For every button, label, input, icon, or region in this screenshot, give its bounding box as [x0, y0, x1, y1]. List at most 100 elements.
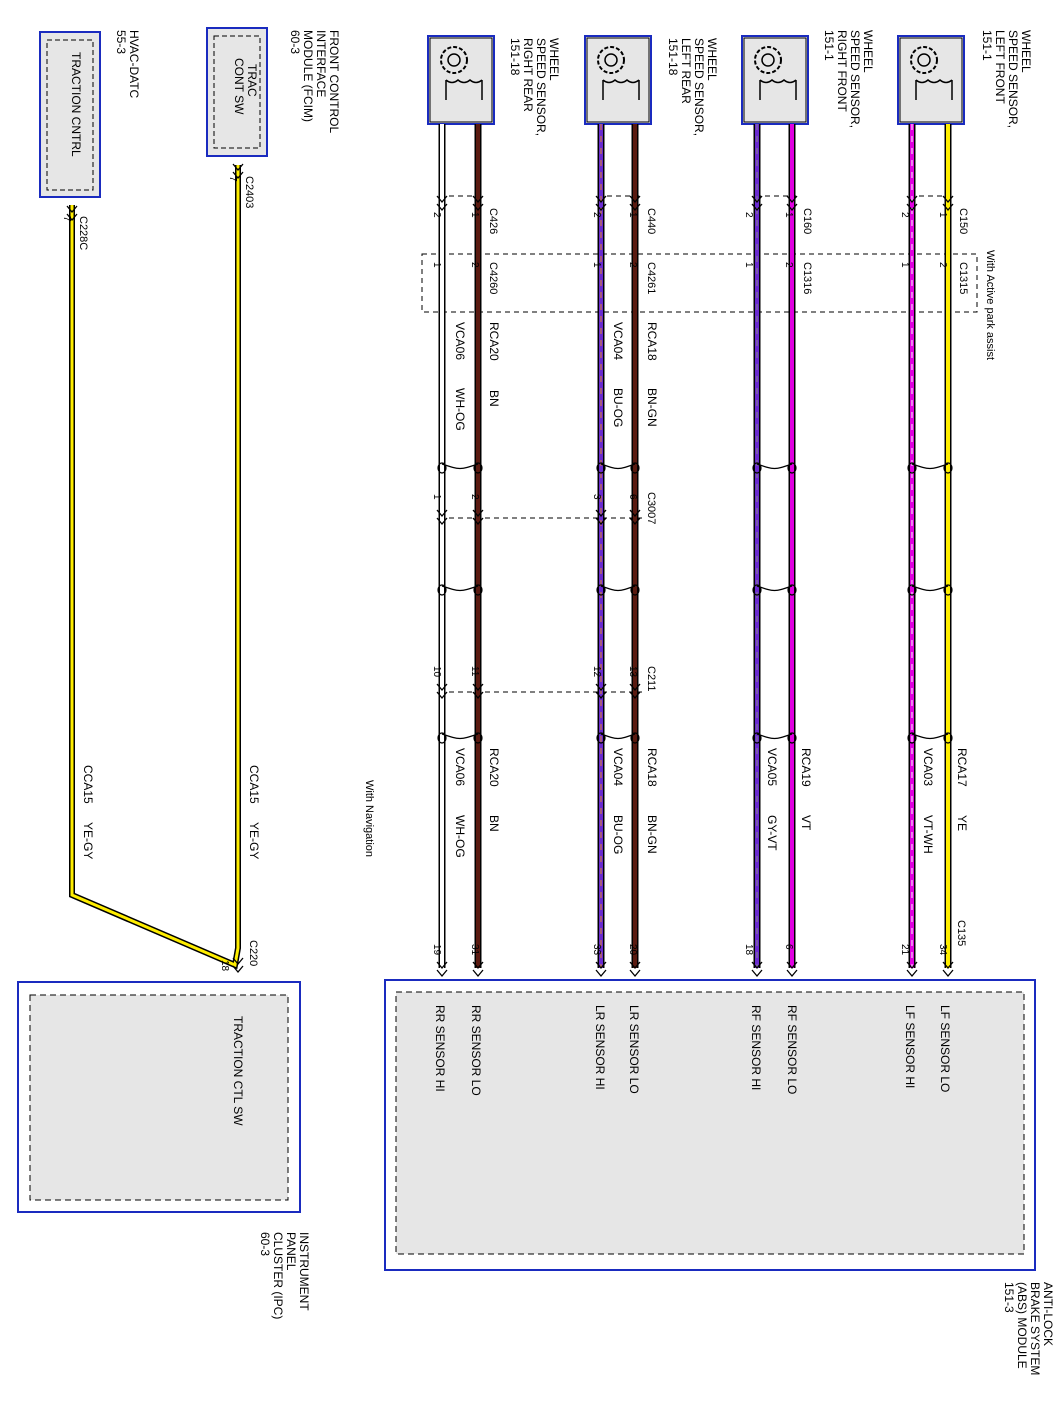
- label-fcim: FRONT CONTROL INTERFACE MODULE (FCIM) 60…: [288, 30, 341, 133]
- svg-text:ANTI-LOCK: ANTI-LOCK: [1041, 1282, 1055, 1346]
- label-fcim-switch: TRAC CONT SW: [232, 58, 259, 115]
- svg-text:C426: C426: [487, 208, 499, 234]
- connector-arrow-icon: [232, 163, 244, 180]
- svg-text:C2403: C2403: [243, 176, 255, 208]
- gear-icon: [910, 46, 938, 74]
- svg-text:VCA05: VCA05: [765, 748, 779, 786]
- gear-icon: [440, 46, 468, 74]
- svg-text:BU-OG: BU-OG: [611, 815, 625, 854]
- svg-text:YE: YE: [955, 815, 969, 831]
- connector-arrow-icon: [906, 195, 918, 212]
- wire-rca18[interactable]: [630, 124, 640, 968]
- svg-text:RCA19: RCA19: [799, 748, 813, 787]
- circuit-labels: RCA20 BN VCA06 WH-OG RCA18 BN-GN VCA04 B…: [81, 322, 969, 859]
- svg-text:1: 1: [431, 262, 442, 268]
- abs-module[interactable]: [384, 979, 1036, 1271]
- svg-text:WHEEL: WHEEL: [1019, 30, 1033, 73]
- svg-text:VCA06: VCA06: [453, 322, 467, 360]
- svg-text:1: 1: [469, 212, 480, 218]
- svg-text:C211: C211: [645, 666, 657, 691]
- twist-mark: [911, 585, 949, 592]
- coil-icon: [915, 79, 953, 100]
- connector-arrow-icon: [436, 961, 448, 978]
- svg-text:CLUSTER (IPC): CLUSTER (IPC): [271, 1232, 285, 1319]
- svg-text:SPEED SENSOR,: SPEED SENSOR,: [534, 38, 548, 136]
- connector-arrow-icon: [595, 961, 607, 978]
- twist-mark: [600, 463, 636, 470]
- connector-arrow-icon: [786, 195, 798, 212]
- wire-vca05[interactable]: [752, 124, 762, 968]
- coil-icon: [445, 79, 483, 100]
- label-hvac: HVAC-DATC 55-3: [114, 30, 141, 99]
- wire-rca19[interactable]: [787, 124, 797, 968]
- svg-text:C160: C160: [801, 208, 813, 234]
- svg-text:2: 2: [469, 494, 480, 500]
- label-hvac-switch: TRACTION CNTRL: [69, 52, 83, 157]
- wire-vca06[interactable]: [437, 124, 447, 968]
- svg-text:18: 18: [743, 944, 754, 956]
- twist-mark: [911, 733, 949, 740]
- svg-text:33: 33: [591, 944, 602, 956]
- svg-text:YE-GY: YE-GY: [81, 822, 95, 859]
- svg-text:2: 2: [783, 262, 794, 268]
- connector-arrow-icon: [472, 961, 484, 978]
- svg-text:CONT SW: CONT SW: [232, 58, 246, 115]
- svg-text:31: 31: [469, 944, 480, 956]
- wire-cca15[interactable]: [69, 165, 241, 970]
- connector-arrow-icon: [595, 509, 607, 526]
- svg-text:6: 6: [783, 944, 794, 950]
- svg-text:CCA15: CCA15: [81, 765, 95, 804]
- svg-text:1: 1: [591, 262, 602, 268]
- svg-text:RCA18: RCA18: [645, 322, 659, 361]
- lf-sensor[interactable]: [897, 35, 965, 125]
- svg-text:LEFT FRONT: LEFT FRONT: [993, 30, 1007, 104]
- svg-text:7: 7: [61, 216, 72, 222]
- wire-rca17[interactable]: [943, 124, 953, 968]
- svg-text:C440: C440: [645, 208, 657, 234]
- ipc-module[interactable]: [17, 981, 301, 1213]
- svg-text:19: 19: [431, 944, 442, 956]
- svg-text:LR SENSOR HI: LR SENSOR HI: [593, 1005, 607, 1090]
- connector-arrow-icon: [436, 195, 448, 212]
- svg-text:11: 11: [469, 666, 480, 677]
- hvac-module[interactable]: [39, 31, 101, 198]
- svg-text:2: 2: [743, 212, 754, 218]
- svg-text:VT: VT: [799, 815, 813, 831]
- lr-sensor[interactable]: [584, 35, 652, 125]
- connector-arrow-icon: [906, 961, 918, 978]
- svg-text:21: 21: [899, 944, 910, 956]
- twist-mark: [911, 463, 949, 470]
- svg-text:7: 7: [227, 176, 238, 182]
- connector-arrow-icon: [472, 195, 484, 212]
- svg-text:BN-GN: BN-GN: [645, 388, 659, 427]
- svg-text:WHEEL: WHEEL: [705, 38, 719, 81]
- label-ipc-pin: TRACTION CTL SW: [231, 1016, 245, 1126]
- svg-text:1: 1: [783, 212, 794, 218]
- svg-text:WHEEL: WHEEL: [861, 30, 875, 73]
- rr-sensor[interactable]: [427, 35, 495, 125]
- twist-mark: [756, 585, 793, 592]
- abs-pin-labels: LF SENSOR LO LF SENSOR HI RF SENSOR LO R…: [433, 1005, 952, 1096]
- wire-rca20[interactable]: [473, 124, 483, 968]
- rf-sensor[interactable]: [741, 35, 809, 125]
- connector-arrow-icon: [595, 195, 607, 212]
- connector-arrow-icon: [629, 961, 641, 978]
- svg-text:RCA18: RCA18: [645, 748, 659, 787]
- svg-text:1: 1: [431, 494, 442, 500]
- svg-text:C4261: C4261: [645, 262, 657, 294]
- svg-text:10: 10: [431, 666, 442, 678]
- fcim-module[interactable]: [206, 27, 268, 157]
- svg-text:VCA03: VCA03: [921, 748, 935, 786]
- gear-icon: [597, 46, 625, 74]
- svg-text:6: 6: [627, 494, 638, 500]
- svg-text:1: 1: [627, 212, 638, 218]
- wire-vca04[interactable]: [596, 124, 606, 968]
- svg-text:60-3: 60-3: [288, 30, 302, 54]
- connector-arrow-icon: [751, 961, 763, 978]
- svg-text:2: 2: [591, 212, 602, 218]
- svg-text:INSTRUMENT: INSTRUMENT: [297, 1232, 311, 1311]
- wire-vca03[interactable]: [907, 124, 917, 968]
- svg-text:151-18: 151-18: [508, 38, 522, 76]
- twist-mark: [756, 733, 793, 740]
